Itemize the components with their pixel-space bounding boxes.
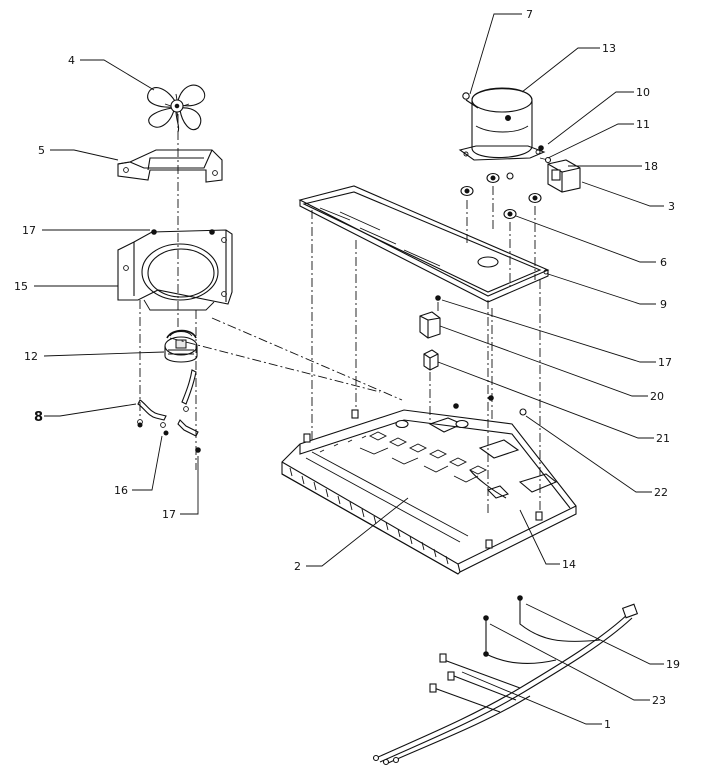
callout-15: 15	[14, 280, 28, 293]
screws-17	[137, 229, 441, 453]
callout-13: 13	[602, 42, 616, 55]
callout-21: 21	[656, 432, 670, 445]
callout-9: 9	[660, 298, 667, 311]
fan-shroud	[117, 229, 233, 311]
fan-bracket	[117, 149, 223, 183]
callout-19: 19	[666, 658, 680, 671]
motor-brackets	[137, 369, 199, 437]
callout-labels: 4 5 17 15 12 8 16 17 2 14 7 13 10 11 18 …	[14, 8, 680, 731]
callout-6: 6	[660, 256, 667, 269]
electrical-components	[419, 302, 527, 420]
callout-4: 4	[68, 54, 75, 67]
base-pan	[281, 409, 577, 575]
callout-1: 1	[604, 718, 611, 731]
callout-16: 16	[114, 484, 128, 497]
callout-23: 23	[652, 694, 666, 707]
shroud-to-pan-line	[211, 317, 403, 401]
fan-blade	[147, 84, 206, 133]
leader-lines	[34, 13, 664, 725]
callout-7: 7	[526, 8, 533, 21]
back-panel-cover	[298, 185, 550, 520]
relay-overload	[538, 145, 581, 193]
callout-11: 11	[636, 118, 650, 131]
callout-14: 14	[562, 558, 576, 571]
callout-3: 3	[668, 200, 675, 213]
callout-2: 2	[294, 560, 301, 573]
callout-8: 8	[34, 410, 43, 425]
wire-harness	[372, 595, 639, 766]
callout-17-bottom-left: 17	[162, 508, 176, 521]
callout-18: 18	[644, 160, 658, 173]
fan-motor	[164, 329, 198, 363]
callout-22: 22	[654, 486, 668, 499]
callout-17-upper-left: 17	[22, 224, 36, 237]
callout-12: 12	[24, 350, 38, 363]
callout-10: 10	[636, 86, 650, 99]
callout-5: 5	[38, 144, 45, 157]
callout-20: 20	[650, 390, 664, 403]
shroud-to-pan-line-2	[169, 337, 381, 393]
grommets	[460, 172, 542, 220]
callout-17-right: 17	[658, 356, 672, 369]
compressor	[458, 87, 546, 161]
